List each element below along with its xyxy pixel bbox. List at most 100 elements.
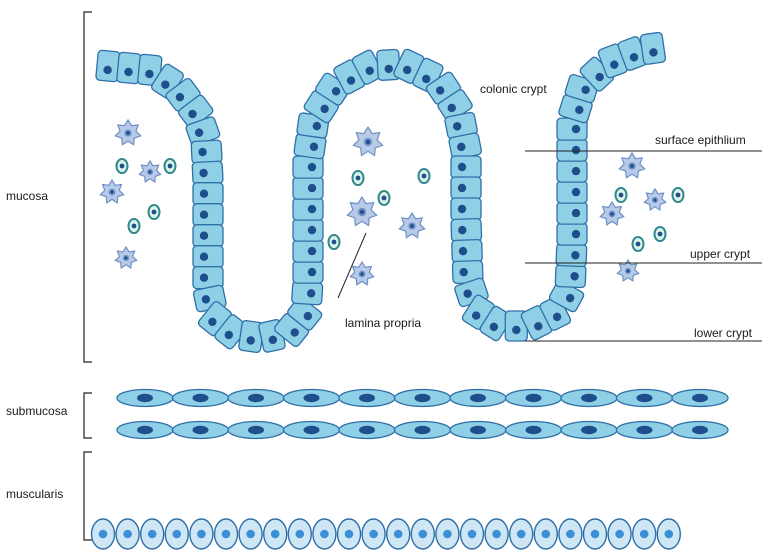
immune-cell [115, 120, 140, 145]
immune-cell [353, 127, 382, 156]
muscularis-cell [92, 519, 115, 549]
muscularis-cell [165, 519, 188, 549]
submucosa-cell [339, 390, 395, 407]
upper-crypt-label: upper crypt [690, 247, 750, 261]
immune-cell [100, 180, 123, 203]
muscularis-cell [190, 519, 213, 549]
submucosa-cell [672, 390, 728, 407]
muscularis-cell [584, 519, 607, 549]
muscularis-cell [288, 519, 311, 549]
muscularis-cell [338, 519, 361, 549]
submucosa-cell [506, 422, 562, 439]
lymphocyte [149, 205, 160, 219]
epithelial-cell [557, 139, 587, 161]
epithelial-cell [555, 265, 586, 288]
epithelial-cell [557, 223, 587, 245]
immune-cell [644, 189, 665, 210]
muscularis-cell [461, 519, 484, 549]
muscularis-cell [608, 519, 631, 549]
muscularis-cell [141, 519, 164, 549]
muscularis-cell [485, 519, 508, 549]
colonic-crypt-label: colonic crypt [480, 82, 547, 96]
lymphocyte [655, 227, 666, 241]
lymphocyte [165, 159, 176, 173]
muscularis-cell [534, 519, 557, 549]
submucosa-cells [117, 390, 728, 439]
muscularis-cell [215, 519, 238, 549]
immune-cell [115, 247, 136, 268]
muscularis-cell [436, 519, 459, 549]
submucosa-cell [450, 390, 506, 407]
submucosa-cell [117, 422, 173, 439]
muscularis-cells [92, 519, 681, 549]
submucosa-cell [672, 422, 728, 439]
muscularis-cell [510, 519, 533, 549]
muscularis-cell [239, 519, 262, 549]
lower-crypt-label: lower crypt [694, 326, 752, 340]
muscularis-label: muscularis [6, 487, 63, 501]
muscularis-cell [116, 519, 139, 549]
epithelial-cell [293, 156, 323, 178]
muscularis-cell [559, 519, 582, 549]
submucosa-cell [173, 390, 229, 407]
submucosa-bracket [84, 393, 92, 438]
muscularis-cell [264, 519, 287, 549]
submucosa-cell [284, 390, 340, 407]
lamina-propria-cells [100, 120, 683, 285]
submucosa-cell [617, 422, 673, 439]
muscularis-cell [633, 519, 656, 549]
muscularis-cell [657, 519, 680, 549]
immune-cell [619, 153, 644, 178]
epithelial-cell [557, 160, 587, 182]
immune-cell [350, 262, 373, 285]
muscularis-bracket [84, 452, 92, 540]
epithelial-cell [193, 225, 223, 247]
lymphocyte [329, 235, 340, 249]
lymphocyte [379, 191, 390, 205]
epithelial-cell [293, 261, 323, 283]
mucosa-bracket [84, 12, 92, 362]
submucosa-cell [284, 422, 340, 439]
muscularis-cell [411, 519, 434, 549]
lymphocyte [633, 237, 644, 251]
epithelial-cell [293, 177, 323, 199]
surface-epithelium-label: surface epithlium [655, 133, 746, 147]
epithelial-cell [193, 246, 223, 268]
lymphocyte [616, 188, 627, 202]
epithelial-cell [191, 140, 222, 163]
submucosa-cell [561, 422, 617, 439]
epithelial-cell [292, 281, 323, 305]
epithelial-cell [293, 198, 323, 220]
submucosa-cell [506, 390, 562, 407]
epithelial-cell [451, 177, 481, 199]
epithelial-cell [193, 204, 223, 226]
lamina-propria-label: lamina propria [345, 316, 421, 330]
submucosa-label: submucosa [6, 404, 67, 418]
epithelial-cell [293, 219, 323, 241]
submucosa-cell [339, 422, 395, 439]
epithelial-cell [452, 240, 483, 263]
epithelial-cell [293, 240, 323, 262]
submucosa-cell [173, 422, 229, 439]
submucosa-cell [617, 390, 673, 407]
epithelial-cell [192, 161, 223, 184]
epithelial-cell [451, 156, 481, 178]
submucosa-cell [561, 390, 617, 407]
epithelial-cell [557, 202, 587, 224]
immune-cell [600, 202, 623, 225]
immune-cell [347, 197, 376, 226]
muscularis-cell [362, 519, 385, 549]
submucosa-cell [395, 390, 451, 407]
submucosa-cell [228, 390, 284, 407]
submucosa-cell [117, 390, 173, 407]
submucosa-cell [450, 422, 506, 439]
lymphocyte [117, 159, 128, 173]
epithelial-cell [451, 219, 482, 242]
immune-cell [399, 213, 424, 238]
epithelial-cell [193, 183, 223, 205]
muscularis-cell [387, 519, 410, 549]
immune-cell [139, 161, 160, 182]
epithelial-cell [451, 198, 481, 220]
submucosa-cell [395, 422, 451, 439]
